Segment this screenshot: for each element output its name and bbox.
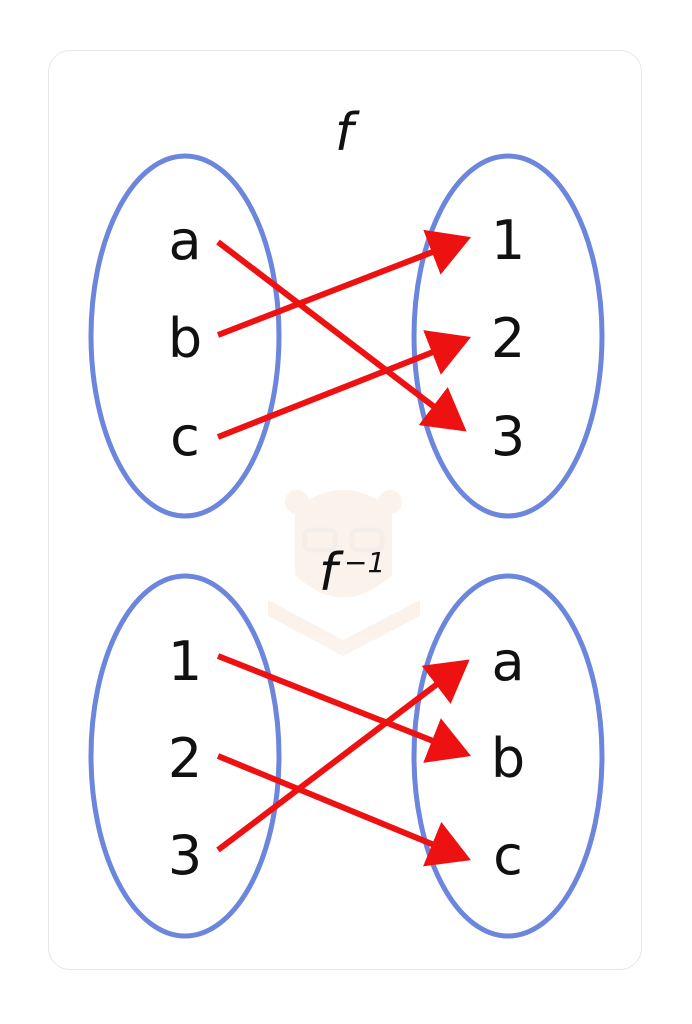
diagram-card [48, 50, 642, 970]
domain-element: 1 [168, 630, 202, 693]
codomain-element: 2 [491, 307, 525, 370]
mapping-arrow [216, 229, 472, 338]
codomain-element: 1 [491, 209, 525, 272]
codomain-ellipse [411, 573, 605, 939]
domain-element: 2 [168, 727, 202, 790]
domain-ellipse [88, 573, 282, 939]
domain-element: 3 [168, 824, 202, 887]
mapping-f-inverse: f −1 1 2 3 a b c [88, 543, 605, 939]
bear-mascot-icon [268, 490, 420, 656]
mapping-arrow [216, 239, 467, 432]
mapping-f: f a b c 1 2 3 [88, 103, 605, 519]
codomain-ellipse [411, 153, 605, 519]
mapping-arrow [216, 330, 472, 440]
domain-element: b [168, 307, 202, 370]
domain-element: a [168, 209, 201, 272]
inverse-superscript: −1 [344, 546, 385, 579]
codomain-element: b [491, 727, 525, 790]
function-title-f: f [335, 103, 360, 163]
domain-ellipse [88, 153, 282, 519]
codomain-element: 3 [491, 405, 525, 468]
mapping-arrow [216, 653, 472, 763]
codomain-element: a [491, 630, 524, 693]
mapping-arrow [216, 753, 471, 867]
codomain-element: c [493, 824, 523, 887]
domain-element: c [170, 405, 200, 468]
mapping-arrow [216, 659, 470, 853]
